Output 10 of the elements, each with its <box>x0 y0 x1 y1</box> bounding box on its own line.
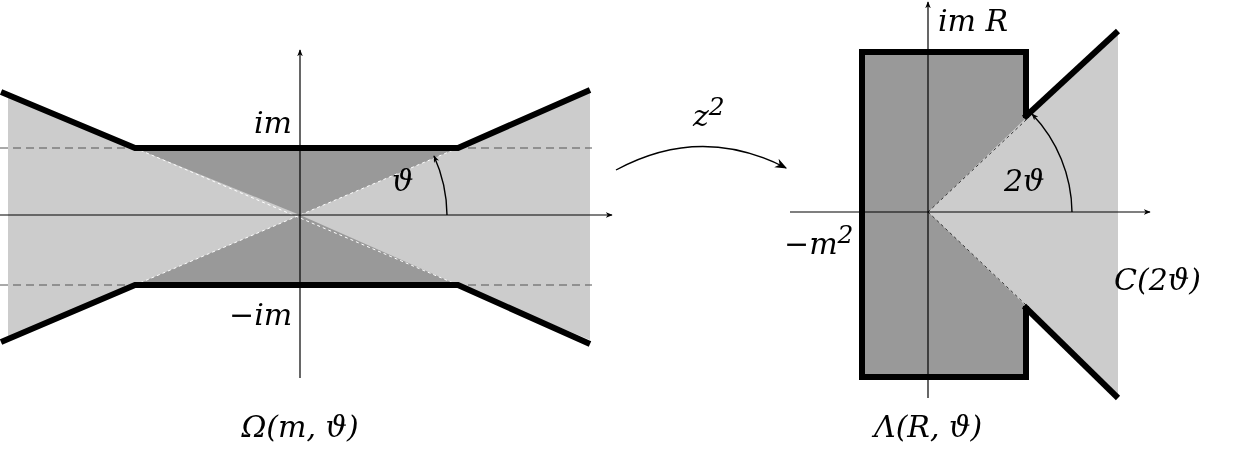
math-label: ϑ <box>392 166 414 196</box>
math-label: −im <box>229 300 293 330</box>
math-label: im R <box>938 6 1009 36</box>
math-label: 2ϑ <box>1004 166 1045 196</box>
edge-label: z$^{2}$ <box>693 94 725 131</box>
math-label: −m$^{2}$ <box>784 222 854 259</box>
math-label: C(2ϑ) <box>1114 265 1201 295</box>
region-label: Ω(m, ϑ) <box>241 412 359 442</box>
math-label: im <box>254 108 293 138</box>
curved-arrow <box>615 145 788 171</box>
